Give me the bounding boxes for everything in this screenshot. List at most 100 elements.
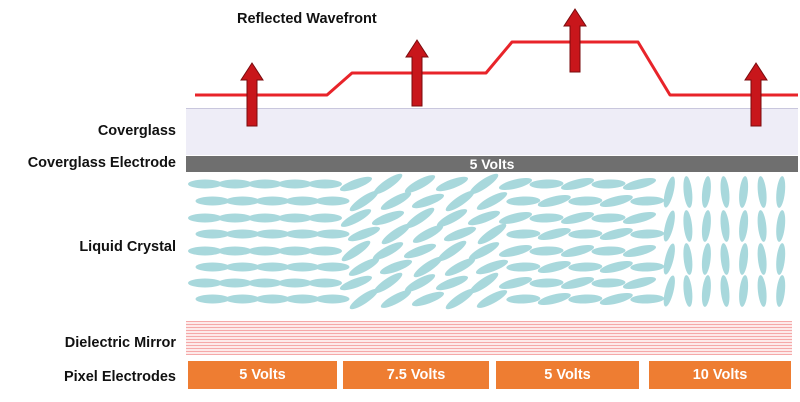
liquid-crystal-molecule [591, 278, 626, 288]
coverglass-label: Coverglass [97, 123, 176, 139]
liquid-crystal-molecule [739, 210, 749, 242]
liquid-crystal-molecule [663, 176, 675, 208]
liquid-crystal-molecule [188, 213, 222, 223]
liquid-crystal-molecule [195, 229, 230, 239]
liquid-crystal-molecule [248, 246, 282, 256]
liquid-crystal-molecule [477, 223, 507, 245]
liquid-crystal-molecule [622, 178, 657, 190]
liquid-crystal-molecule [218, 179, 252, 189]
liquid-crystal-molecule [412, 225, 444, 243]
liquid-crystal-molecule [568, 229, 603, 239]
liquid-crystal-molecule [381, 223, 411, 245]
liquid-crystal-molecule [371, 210, 405, 226]
liquid-crystal-molecule [599, 195, 633, 207]
liquid-crystal-molecule [757, 243, 767, 275]
liquid-crystal-molecule [218, 246, 252, 256]
liquid-crystal-molecule [195, 196, 230, 206]
liquid-crystal-molecule [278, 246, 312, 256]
liquid-crystal-molecule [195, 294, 230, 304]
liquid-crystal-molecule [529, 278, 564, 288]
wavefront-title: Reflected Wavefront [237, 11, 377, 27]
liquid-crystal-molecule [225, 196, 260, 206]
liquid-crystal-molecule [591, 213, 626, 223]
liquid-crystal-molecule [506, 229, 541, 239]
liquid-crystal-molecule [498, 245, 533, 257]
liquid-crystal-molecule [379, 259, 413, 275]
liquid-crystal-molecule [380, 290, 412, 308]
liquid-crystal-molecule [683, 210, 693, 242]
pixel-electrode-2: 7.5 Volts [343, 361, 489, 389]
coverglass-layer [186, 108, 798, 155]
liquid-crystal-molecule [411, 291, 445, 307]
liquid-crystal-molecule [757, 275, 767, 307]
liquid-crystal-molecule [599, 293, 633, 305]
liquid-crystal-molecule [568, 196, 603, 206]
coverglass-electrode-bar: 5 Volts [186, 156, 798, 172]
liquid-crystal-molecule [188, 278, 222, 288]
liquid-crystal-molecule [315, 294, 350, 304]
liquid-crystal-molecule [340, 209, 372, 227]
liquid-crystal-molecule [405, 207, 435, 229]
liquid-crystal-molecule [630, 262, 665, 272]
liquid-crystal-molecule [225, 262, 260, 272]
liquid-crystal-molecule [255, 196, 290, 206]
liquid-crystal-molecule [188, 246, 222, 256]
liquid-crystal-molecule [720, 176, 730, 208]
liquid-crystal-molecule [701, 243, 711, 275]
liquid-crystal-molecule [469, 272, 499, 294]
liquid-crystal-molecule [560, 178, 595, 190]
liquid-crystal-molecule [757, 176, 767, 208]
liquid-crystal-molecule [622, 212, 657, 224]
wavefront-arrow-icon [563, 8, 587, 73]
coverglass-electrode-label: Coverglass Electrode [27, 155, 176, 171]
liquid-crystal-molecules [188, 173, 786, 310]
liquid-crystal-molecule [776, 176, 786, 208]
liquid-crystal-molecule [701, 210, 711, 242]
liquid-crystal-molecule [308, 179, 342, 189]
liquid-crystal-molecule [475, 259, 509, 275]
liquid-crystal-molecule [188, 179, 222, 189]
wavefront-arrow-icon [240, 62, 264, 127]
liquid-crystal-molecule [591, 246, 626, 256]
liquid-crystal-molecule [663, 275, 675, 307]
liquid-crystal-molecule [720, 275, 730, 307]
liquid-crystal-molecule [537, 293, 571, 305]
liquid-crystal-molecule [529, 179, 564, 189]
liquid-crystal-molecule [739, 176, 749, 208]
liquid-crystal-molecule [435, 275, 469, 291]
liquid-crystal-molecule [308, 246, 342, 256]
liquid-crystal-molecule [404, 175, 436, 193]
liquid-crystal-molecule [630, 196, 665, 206]
liquid-crystal-molecule [218, 278, 252, 288]
liquid-crystal-molecule [413, 256, 443, 278]
liquid-crystal-molecule [373, 173, 403, 195]
wavefront-arrow-icon [405, 39, 429, 107]
liquid-crystal-molecule [248, 213, 282, 223]
liquid-crystal-molecule [683, 243, 693, 275]
liquid-crystal-molecule [568, 262, 603, 272]
liquid-crystal-molecule [349, 288, 379, 310]
liquid-crystal-molecule [776, 210, 786, 242]
liquid-crystal-molecule [568, 294, 603, 304]
liquid-crystal-molecule [701, 176, 711, 208]
reflected-wavefront-line [195, 40, 798, 97]
liquid-crystal-molecule [218, 213, 252, 223]
liquid-crystal-molecule [285, 196, 320, 206]
liquid-crystal-molecule [476, 192, 508, 210]
liquid-crystal-molecule [285, 229, 320, 239]
wavefront-arrow-icon [744, 62, 768, 127]
liquid-crystal-molecule [308, 278, 342, 288]
liquid-crystal-molecule [248, 179, 282, 189]
liquid-crystal-molecule [469, 173, 499, 195]
liquid-crystal-molecule [560, 277, 595, 289]
wavefront-arrows [240, 8, 768, 127]
liquid-crystal-molecule [622, 245, 657, 257]
liquid-crystal-molecule [195, 262, 230, 272]
liquid-crystal-molecule [630, 229, 665, 239]
liquid-crystal-molecule [663, 210, 675, 242]
liquid-crystal-molecule [308, 213, 342, 223]
liquid-crystal-molecule [476, 290, 508, 308]
liquid-crystal-molecule [498, 277, 533, 289]
liquid-crystal-molecule [404, 274, 436, 292]
liquid-crystal-molecule [560, 212, 595, 224]
